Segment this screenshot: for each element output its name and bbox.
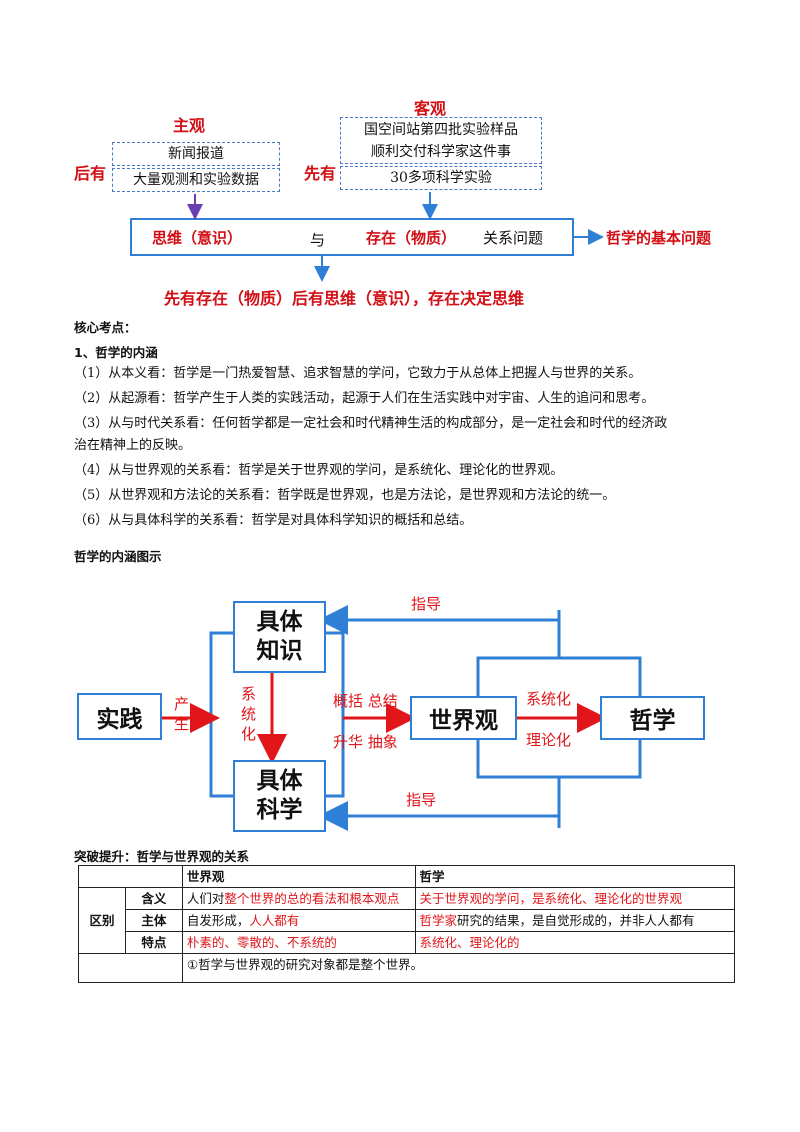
produce-label: 产 生 [174,694,189,734]
table-row-link: ①哲学与世界观的研究对象都是整个世界。 [78,953,736,983]
comparison-table: 世界观 哲学 区别 含义 人们对整个世界的总的看法和根本观点 关于世界观的学问，… [78,865,736,983]
philosophy-diagram-lines [162,605,642,831]
subject-ph-text: 研究的结果，是自觉形成的，并非人人都有 [457,913,695,928]
col-philosophy: 哲学 [414,865,735,888]
subject-philosophy: 哲学家研究的结果，是自觉形成的，并非人人都有 [414,909,735,932]
link-row-text: ①哲学与世界观的研究对象都是整个世界。 [181,953,736,983]
systematize-char-1: 系 [241,685,257,703]
later-label: 后有 [74,164,107,183]
concrete-knowledge-node: 具体 知识 [233,601,326,673]
guide-top-label: 指导 [411,595,442,613]
table-row-meaning: 区别 含义 人们对整个世界的总的看法和根本观点 关于世界观的学问，是系统化、理论… [78,887,735,954]
point-3: （3）从与时代关系看：任何哲学都是一定社会和时代精神生活的构成部分，是一定社会和… [74,416,668,431]
table-row-subject: 主体 自发形成，人人都有 哲学家研究的结果，是自觉形成的，并非人人都有 [79,909,735,932]
point-5: （5）从世界观和方法论的关系看：哲学既是世界观，也是方法论，是世界观和方法论的统… [74,488,616,503]
concrete-science-line-1: 具体 [256,768,303,794]
col-worldview: 世界观 [181,865,416,888]
objective-item-samples: 国空间站第四批实验样品 顺利交付科学家这件事 [340,117,542,164]
link-label-cell [78,953,183,983]
table-header-row: 世界观 哲学 [78,865,735,888]
point-1: （1）从本义看：哲学是一门热爱智慧、追求智慧的学问，它致力于从总体上把握人与世界… [74,366,642,381]
concrete-knowledge-line-2: 知识 [256,638,303,664]
subject-wv-highlight: 人人都有 [249,913,300,928]
objective-line-2: 顺利交付科学家这件事 [371,144,511,160]
table-corner-cell [78,865,183,888]
relation-label: 关系问题 [483,229,544,247]
theoretical-label: 理论化 [526,731,572,749]
point-2: （2）从起源看：哲学产生于人类的实践活动，起源于人们在生活实践中对宇宙、人生的追… [74,391,655,406]
produce-char-2: 生 [174,715,190,733]
feature-worldview: 朴素的、零散的、不系统的 [181,931,416,954]
point-4: （4）从与世界观的关系看：哲学是关于世界观的学问，是系统化、理论化的世界观。 [74,463,564,478]
systematize-char-3: 化 [241,725,257,743]
practice-node: 实践 [77,693,162,740]
concrete-science-line-2: 科学 [256,797,303,823]
objective-title: 客观 [414,99,447,118]
meaning-philosophy: 关于世界观的学问，是系统化、理论化的世界观 [414,887,735,910]
existence-label: 存在（物质） [366,229,457,247]
thinking-label: 思维（意识） [152,229,243,247]
point-3-cont: 治在精神上的反映。 [74,438,192,453]
diagram2-heading: 哲学的内涵图示 [74,549,162,564]
diff-label: 区别 [78,887,126,954]
table-row-feature: 特点 朴素的、零散的、不系统的 系统化、理论化的 [79,931,735,954]
guide-bottom-label: 指导 [406,791,437,809]
points-list: （1）从本义看：哲学是一门热爱智慧、追求智慧的学问，它致力于从总体上把握人与世界… [74,366,734,538]
systematize-char-2: 统 [241,705,257,723]
subject-ph-highlight: 哲学家 [419,913,458,928]
row-subject-label: 主体 [124,909,183,932]
breakthrough-heading: 突破提升：哲学与世界观的关系 [74,849,250,864]
meaning-worldview: 人们对整个世界的总的看法和根本观点 [181,887,416,910]
subject-worldview: 自发形成，人人都有 [181,909,416,932]
subjective-item-data: 大量观测和实验数据 [112,168,280,192]
produce-char-1: 产 [174,695,190,713]
and-label: 与 [310,231,326,249]
summarize-bottom-label: 升华 抽象 [333,733,398,751]
subjective-title: 主观 [173,116,206,135]
subject-wv-text: 自发形成， [186,913,250,928]
worldview-node: 世界观 [410,696,517,740]
feature-philosophy: 系统化、理论化的 [414,931,735,954]
meaning-wv-highlight: 整个世界的总的看法和根本观点 [224,891,400,906]
point-6: （6）从与具体科学的关系看：哲学是对具体科学知识的概括和总结。 [74,513,473,528]
subjective-item-news: 新闻报道 [112,142,280,166]
row-feature-label: 特点 [124,931,183,954]
section1-heading: 1、哲学的内涵 [74,345,158,360]
row-meaning-label: 含义 [124,887,183,910]
objective-line-1: 国空间站第四批实验样品 [364,122,518,138]
core-points-heading: 核心考点： [74,320,137,335]
systematize-label: 系 统 化 [241,684,256,744]
first-label: 先有 [304,164,337,183]
concrete-knowledge-line-1: 具体 [256,609,303,635]
systematic-label: 系统化 [526,690,572,708]
conclusion-label: 先有存在（物质）后有思维（意识），存在决定思维 [164,289,525,308]
summarize-top-label: 概括 总结 [333,692,398,710]
concrete-science-node: 具体 科学 [233,760,326,832]
philosophy-node: 哲学 [600,696,705,740]
basic-question-label: 哲学的基本问题 [606,229,712,247]
top-diagram-arrows [187,192,604,282]
meaning-wv-text: 人们对 [186,891,225,906]
objective-item-experiments: 30多项科学实验 [340,166,542,190]
